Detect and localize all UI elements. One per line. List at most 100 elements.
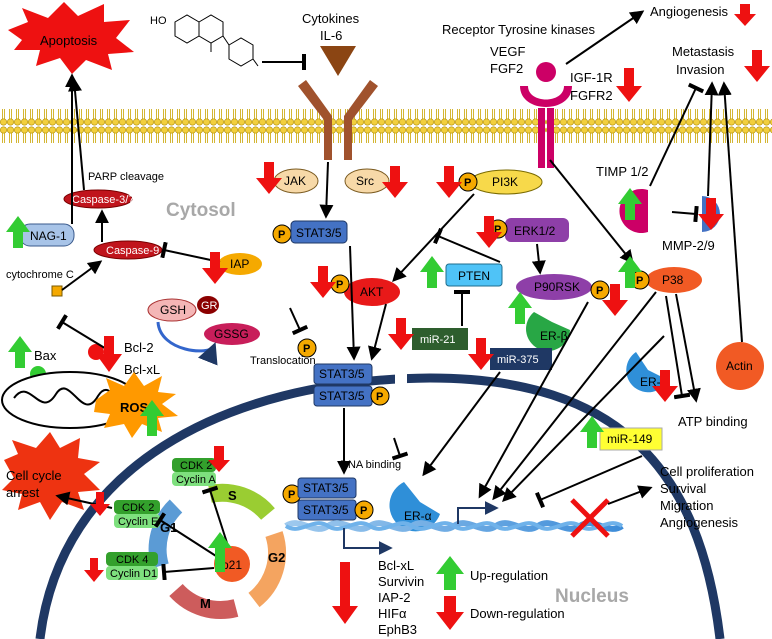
structure-ho: HO	[150, 15, 167, 27]
iap-label: IAP	[230, 257, 249, 271]
phospho-text: P	[336, 279, 343, 291]
transcription-arrow	[343, 528, 393, 555]
p38-label: P38	[662, 273, 684, 287]
down-arrow	[256, 162, 282, 194]
up-arrow	[618, 256, 642, 288]
angiogenesis-label: Angiogenesis	[650, 4, 729, 19]
phospho-badge	[297, 338, 317, 358]
up-arrow	[6, 216, 30, 248]
target-gene-4: EphB3	[378, 622, 417, 637]
inhibition-cross	[570, 498, 610, 538]
akt-label: AKT	[360, 285, 384, 299]
ros-label: ROS	[120, 400, 149, 415]
phospho-text: P	[464, 177, 471, 189]
il6-receptor	[298, 80, 378, 160]
metastasis-label: Metastasis	[672, 44, 735, 59]
cell-membrane	[0, 105, 772, 147]
erk12-label: ERK1/2	[514, 224, 556, 238]
dna-helix	[284, 520, 624, 532]
gsh-node	[147, 298, 197, 322]
akt-node	[344, 278, 400, 306]
legend-down-arrow	[436, 596, 464, 630]
mmp-label: MMP-2/9	[662, 238, 715, 253]
stat35-dna-label-1: STAT3/5	[303, 481, 349, 495]
down-arrow	[476, 216, 502, 248]
cyclin-a-node	[172, 472, 216, 486]
cdk2e-node	[114, 500, 160, 514]
cyclin-e-node	[114, 514, 160, 528]
apoptosis-label: Apoptosis	[40, 33, 98, 48]
phase-g2: G2	[268, 550, 285, 565]
target-gene-list: Bcl-xL Survivin IAP-2 HIFα EphB3	[378, 558, 424, 637]
jak-label: JAK	[284, 174, 306, 188]
stat35-label: STAT3/5	[296, 226, 342, 240]
down-arrow	[96, 336, 122, 372]
down-arrow	[202, 252, 228, 284]
legend-down-label: Down-regulation	[470, 606, 565, 621]
stat35-dna-top	[297, 477, 357, 499]
region-cytosol: Cytosol	[166, 200, 236, 221]
igf1r-label: IGF-1R	[570, 70, 613, 85]
down-arrow	[84, 558, 104, 582]
er-alpha-nuclear-node	[389, 482, 440, 532]
p21-label: p21	[222, 558, 242, 572]
target-gene-2: IAP-2	[378, 590, 411, 605]
nuclear-pore	[262, 375, 276, 389]
phospho-badge	[590, 280, 610, 300]
er-beta-label: ER-β	[540, 329, 568, 343]
timp-label: TIMP 1/2	[596, 164, 649, 179]
gssg-node	[204, 323, 260, 345]
rtk-receptor	[520, 86, 572, 168]
phospho-text: P	[303, 343, 310, 355]
cdk4-label: CDK 4	[116, 554, 148, 566]
stat35-dimer-label-1: STAT3/5	[319, 367, 365, 381]
mir149-label: miR-149	[607, 432, 653, 446]
bax-label: Bax	[34, 348, 57, 363]
p38-node	[646, 267, 702, 293]
bclxl-label: Bcl-xL	[124, 362, 160, 377]
parp-label: PARP cleavage	[88, 171, 164, 183]
cdk2e-label: CDK 2	[122, 502, 154, 514]
mir149-node	[599, 427, 663, 451]
src-label: Src	[356, 174, 374, 188]
down-arrow	[436, 166, 462, 198]
phospho-badge	[354, 500, 374, 520]
target-gene-0: Bcl-xL	[378, 558, 414, 573]
cyclin-d1-node	[106, 566, 158, 580]
p90rsk-label: P90RSK	[534, 280, 580, 294]
phospho-text: P	[360, 505, 367, 517]
cytokines-label: Cytokines	[302, 11, 360, 26]
stat35-dna-label-2: STAT3/5	[303, 503, 349, 517]
region-nucleus: Nucleus	[555, 586, 629, 607]
down-arrow	[90, 492, 110, 516]
down-arrow	[744, 50, 770, 82]
caspase3-label: Caspase-3/7	[72, 194, 134, 206]
mir21-node	[412, 328, 468, 350]
cdk4-node	[106, 552, 158, 566]
effect-0: Cell proliferation	[660, 464, 754, 479]
cyclin-d1-label: Cyclin D1	[110, 568, 157, 580]
gr-node	[197, 296, 219, 314]
er-alpha-nuclear-label: ER-α	[404, 509, 432, 523]
down-arrow	[652, 370, 678, 402]
phospho-text: P	[596, 285, 603, 297]
isoflavone-structure	[174, 14, 259, 67]
effect-3: Angiogenesis	[660, 515, 739, 530]
down-arrow	[698, 198, 724, 230]
pten-label: PTEN	[458, 269, 490, 283]
fgfr2-label: FGFR2	[570, 88, 613, 103]
edges	[55, 73, 743, 581]
cell-cycle-label-1: Cell cycle	[6, 468, 62, 483]
cdk2a-label: CDK 2	[180, 460, 212, 472]
pten-node	[445, 263, 503, 287]
caspase9-label: Caspase-9	[106, 245, 159, 257]
pi3k-label: PI3K	[492, 175, 518, 189]
gsh-label: GSH	[160, 303, 186, 317]
src-node	[344, 168, 390, 194]
mir375-node	[490, 348, 552, 370]
phospho-text: P	[278, 229, 285, 241]
cdk2a-node	[172, 458, 216, 472]
up-arrow	[208, 532, 232, 572]
cyclin-a-label: Cyclin A	[176, 474, 216, 486]
